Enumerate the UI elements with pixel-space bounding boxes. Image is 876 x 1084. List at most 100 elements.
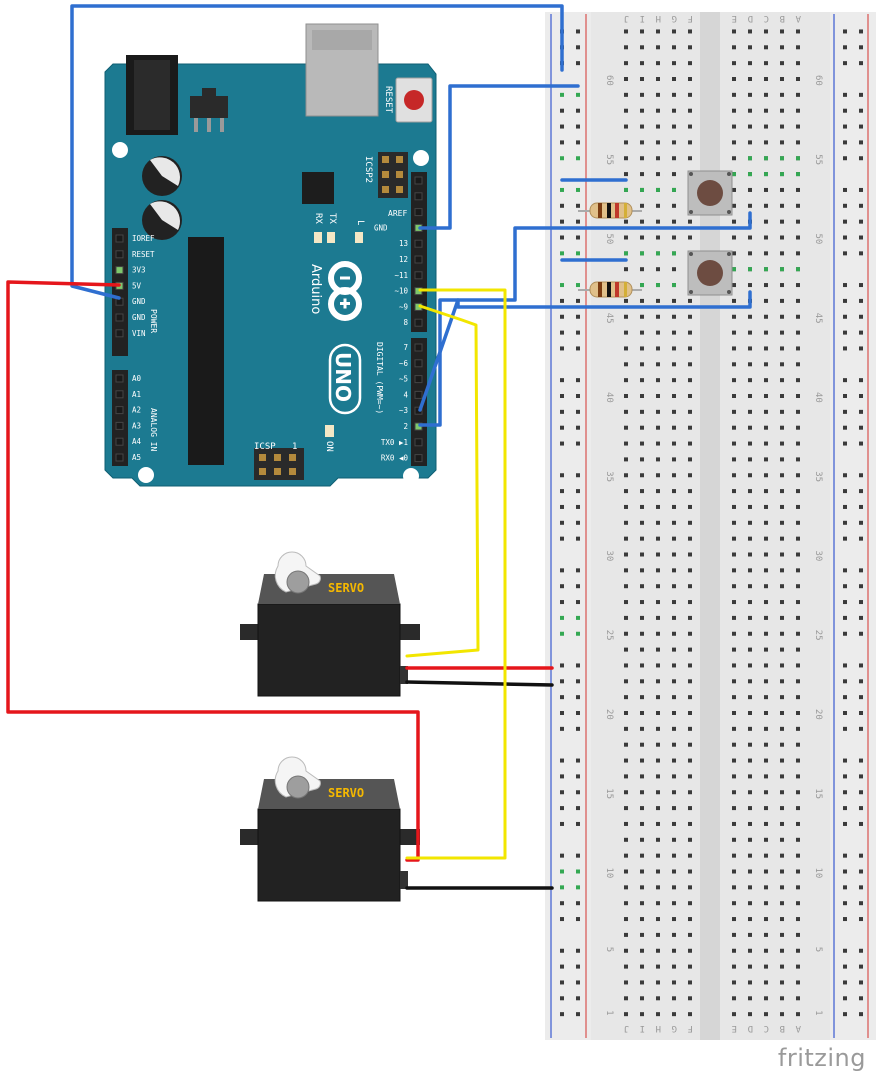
row-number: 45 (813, 313, 823, 324)
breadboard-hole-active (748, 172, 752, 177)
rail-hole (859, 774, 863, 779)
power-pin (115, 313, 124, 322)
column-letter: B (780, 1023, 785, 1033)
rail-hole (576, 394, 580, 398)
breadboard-hole (624, 108, 628, 113)
breadboard-hole (764, 726, 768, 731)
breadboard-hole (780, 330, 784, 335)
rail-hole (576, 790, 580, 795)
rail-hole (576, 298, 580, 303)
breadboard-hole (764, 885, 768, 890)
breadboard-hole (656, 1012, 660, 1017)
breadboard-hole (672, 742, 676, 747)
fritzing-watermark: fritzing (777, 1044, 866, 1072)
breadboard-hole (764, 821, 768, 826)
breadboard-hole (732, 758, 736, 763)
rail-hole (560, 330, 564, 335)
breadboard-hole (640, 806, 644, 811)
icsp-pin (289, 468, 296, 475)
breadboard-hole (656, 330, 660, 335)
breadboard-hole (656, 77, 660, 81)
regulator-tab (202, 88, 216, 96)
breadboard-hole (672, 901, 676, 906)
breadboard-hole (764, 679, 768, 684)
rail-hole (859, 853, 863, 858)
breadboard-hole (640, 124, 644, 129)
rail-hole (859, 584, 863, 589)
breadboard-hole (780, 235, 784, 240)
breadboard-hole (688, 314, 692, 319)
breadboard-hole (796, 806, 800, 811)
breadboard-hole (624, 473, 628, 478)
row-number: 5 (813, 947, 823, 952)
breadboard-hole (748, 504, 752, 509)
breadboard-hole (624, 235, 628, 240)
analog-pin-label: A2 (132, 406, 141, 415)
rail-hole (560, 631, 564, 636)
breadboard-hole (748, 806, 752, 811)
column-letter: H (656, 13, 661, 23)
rail-hole (859, 1012, 863, 1017)
breadboard-hole (748, 948, 752, 953)
breadboard-hole (672, 600, 676, 605)
breadboard-hole (656, 425, 660, 430)
rail-hole (843, 726, 847, 731)
arduino-board (104, 63, 437, 487)
digital-pin-label: ~9 (399, 302, 408, 311)
pushbutton-1[interactable] (687, 170, 733, 216)
breadboard-hole (796, 711, 800, 715)
rail-hole (859, 615, 863, 620)
rail-hole (843, 108, 847, 113)
breadboard-hole (732, 409, 736, 414)
breadboard-hole (780, 901, 784, 906)
rail-hole (560, 124, 564, 129)
row-number: 30 (813, 551, 823, 562)
rail-hole (859, 45, 863, 50)
rail-hole (843, 92, 847, 97)
breadboard-hole (672, 457, 676, 462)
power-section-label: POWER (149, 309, 158, 333)
breadboard-hole (796, 187, 800, 192)
breadboard-hole (640, 742, 644, 747)
breadboard-hole (780, 441, 784, 446)
breadboard-hole-active (780, 156, 784, 161)
breadboard-hole (796, 631, 800, 636)
breadboard-hole (764, 663, 768, 668)
breadboard-hole (624, 552, 628, 557)
capacitor-mark (150, 201, 180, 230)
breadboard-hole-active (640, 251, 644, 256)
digital-pin (414, 390, 423, 399)
rail-hole (843, 504, 847, 509)
breadboard-hole (672, 362, 676, 367)
breadboard-hole (780, 425, 784, 430)
rail-hole (560, 917, 564, 922)
breadboard-hole (764, 298, 768, 303)
breadboard-hole (624, 536, 628, 541)
rail-hole (560, 203, 564, 208)
breadboard-hole (640, 679, 644, 684)
rail-hole (843, 695, 847, 700)
breadboard-hole (640, 378, 644, 383)
wire (405, 680, 554, 687)
breadboard-hole (732, 917, 736, 922)
breadboard-hole (780, 996, 784, 1001)
breadboard-hole (764, 504, 768, 509)
breadboard-hole (656, 441, 660, 446)
breadboard-hole (780, 1012, 784, 1017)
breadboard-hole (796, 346, 800, 351)
pushbutton-2[interactable] (687, 250, 733, 296)
analog-pin-label: A0 (132, 374, 142, 383)
rail-hole (859, 790, 863, 795)
breadboard-hole (688, 29, 692, 34)
reset-button-cap[interactable] (404, 90, 424, 110)
rail-hole (560, 568, 564, 573)
rail-hole (859, 473, 863, 478)
rail-hole (576, 425, 580, 430)
breadboard-hole (656, 663, 660, 668)
breadboard-hole (732, 235, 736, 240)
digital-pin (414, 208, 423, 217)
breadboard-hole (688, 346, 692, 351)
breadboard-hole (748, 92, 752, 97)
breadboard-hole (748, 441, 752, 446)
